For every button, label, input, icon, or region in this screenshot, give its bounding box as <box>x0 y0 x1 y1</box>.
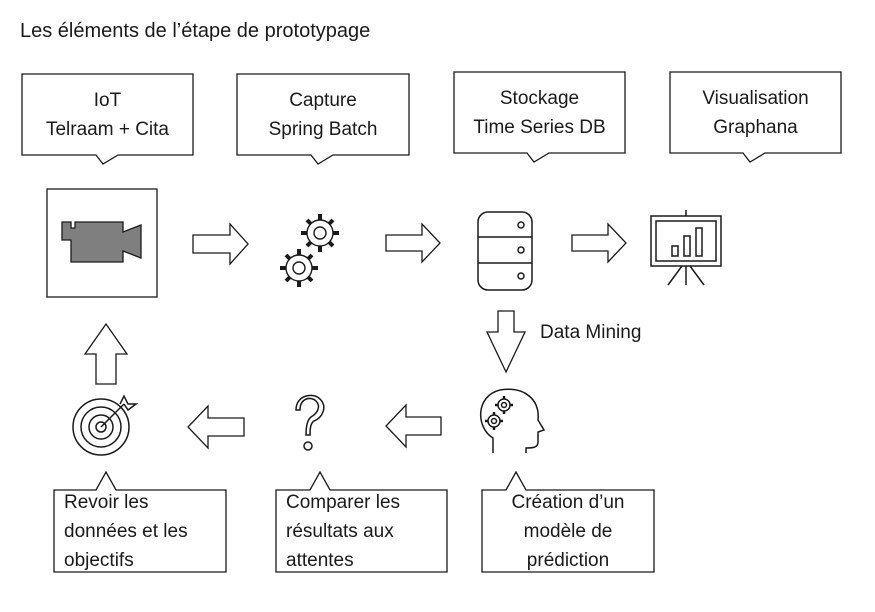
callout-creation-line2: modèle de <box>523 521 613 542</box>
callout-comparer-line1: Comparer les <box>286 492 401 513</box>
target-icon <box>72 394 139 456</box>
callout-visualisation-subtitle: Graphana <box>713 117 798 138</box>
database-icon <box>477 211 533 291</box>
callout-iot-box <box>21 73 194 165</box>
callout-revoir-line3: objectifs <box>64 550 134 571</box>
callout-capture-title: Capture <box>289 90 357 111</box>
gears-icon <box>280 214 339 287</box>
callout-stockage-box <box>453 71 626 163</box>
arrow-comparer-to-revoir <box>187 404 245 450</box>
callout-revoir-line2: données et les <box>64 521 188 542</box>
callout-iot-title: IoT <box>93 90 122 111</box>
arrow-stockage-to-visualisation <box>571 222 627 264</box>
callout-visualisation-box <box>669 71 842 163</box>
arrow-creation-to-comparer <box>385 403 442 449</box>
question-mark-icon <box>295 394 325 451</box>
callout-revoir-line1: Revoir les <box>64 492 149 513</box>
callout-creation-text: Création d’un modèle de prédiction <box>482 488 654 575</box>
callout-comparer-line3: attentes <box>286 550 354 571</box>
callout-capture-box <box>236 73 410 165</box>
head-gears-icon <box>479 388 546 453</box>
video-camera-icon <box>46 188 158 298</box>
callout-visualisation-text: Visualisation Graphana <box>670 84 841 142</box>
callout-creation-box <box>481 470 655 573</box>
arrow-iot-to-capture <box>192 222 249 266</box>
arrow-data-mining-down <box>485 310 527 374</box>
callout-creation-line1: Création d’un <box>511 492 625 513</box>
callout-stockage-title: Stockage <box>499 88 580 109</box>
callout-stockage-text: Stockage Time Series DB <box>454 84 625 142</box>
callout-comparer-text: Comparer les résultats aux attentes <box>286 488 400 575</box>
callout-iot-text: IoT Telraam + Cita <box>22 86 193 144</box>
data-mining-label: Data Mining <box>540 322 642 343</box>
callout-capture-subtitle: Spring Batch <box>268 119 378 140</box>
callout-visualisation-title: Visualisation <box>702 88 809 109</box>
presentation-board-icon <box>650 210 722 286</box>
callout-capture-text: Capture Spring Batch <box>237 86 409 144</box>
page-title: Les éléments de l’étape de prototypage <box>20 20 371 42</box>
callout-revoir-box <box>53 470 227 573</box>
callout-comparer-box <box>275 470 448 573</box>
callout-comparer-line2: résultats aux <box>286 521 394 542</box>
arrow-revoir-up <box>83 322 129 385</box>
arrow-capture-to-stockage <box>385 222 441 264</box>
callout-revoir-text: Revoir les données et les objectifs <box>64 488 188 575</box>
callout-creation-line3: prédiction <box>526 550 610 571</box>
callout-stockage-subtitle: Time Series DB <box>473 117 606 138</box>
callout-iot-subtitle: Telraam + Cita <box>45 119 170 140</box>
